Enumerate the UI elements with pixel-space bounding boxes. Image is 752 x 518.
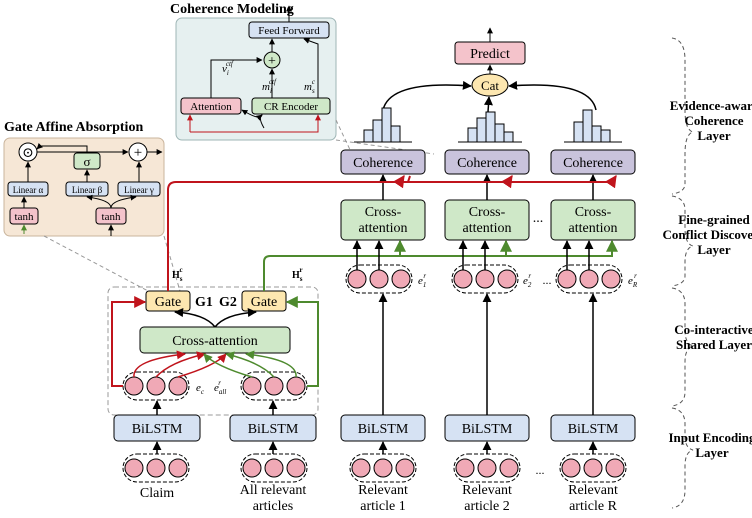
cross-attention-ellipsis: ...	[533, 211, 544, 226]
layer-bracket-1	[671, 37, 694, 195]
predict-label: Predict	[470, 47, 510, 62]
bilstm-label-claim: BiLSTM	[132, 422, 183, 437]
coherence-label-1: Coherence	[353, 156, 413, 171]
cross-attention-label-3: Cross-attention	[569, 205, 618, 236]
m-ctf-label: mictf	[262, 78, 277, 95]
layer-bracket-3	[671, 287, 694, 407]
hsr-label: Hsr	[292, 266, 303, 283]
ec-label: ec	[196, 382, 205, 396]
hadamard-symbol: ⊙	[22, 146, 34, 161]
eall-label: eallr	[214, 379, 226, 396]
all-relevant-input-nodes	[240, 453, 308, 483]
gate-panel-title: Gate Affine Absorption	[4, 120, 143, 135]
bilstm-label-2: BiLSTM	[462, 422, 513, 437]
layer-bracket-2	[671, 195, 694, 287]
cross-attention-label-2: Cross-attention	[463, 205, 512, 236]
attention-label: Attention	[190, 101, 232, 113]
linear-alpha-label: Linear α	[13, 185, 44, 195]
shared-cross-attention-label: Cross-attention	[172, 334, 258, 349]
cross-attention-label-1: Cross-attention	[359, 205, 408, 236]
m-c-label: msc	[304, 78, 316, 95]
evidence-ellipsis: ...	[543, 273, 552, 287]
input-claim-label: Claim	[140, 486, 174, 501]
input-ellipsis: ...	[536, 463, 545, 477]
eR-label: eRr	[628, 272, 638, 289]
cr-encoder-box	[251, 97, 331, 115]
coherence-label-3: Coherence	[563, 156, 623, 171]
coherence-box-2	[444, 149, 530, 175]
all-relevant-encoding-nodes	[240, 371, 308, 401]
relevant-r-input-nodes	[559, 453, 627, 483]
bilstm-label-r: BiLSTM	[568, 422, 619, 437]
cr-encoder-label: CR Encoder	[264, 101, 318, 113]
e1-label: e1r	[418, 272, 426, 289]
tanh-left-label: tanh	[15, 211, 34, 223]
e2-label: e2r	[523, 272, 532, 289]
gate-label-1: Gate	[155, 295, 181, 310]
bilstm-label-1: BiLSTM	[358, 422, 409, 437]
coherence-panel-title: Coherence Modeling	[170, 2, 294, 17]
tanh-right-label: tanh	[102, 211, 121, 223]
add-symbol: +	[134, 145, 142, 161]
relevant-1-input-nodes	[349, 453, 417, 483]
cm-add-symbol: +	[268, 54, 276, 69]
claim-input-nodes	[122, 453, 190, 483]
feed-forward-label: Feed Forward	[258, 25, 320, 37]
v-label: victf	[222, 60, 234, 77]
histogram-3	[573, 109, 611, 143]
cat-label: Cat	[481, 78, 499, 93]
histogram-1	[363, 107, 401, 143]
coherence-box-1	[340, 149, 426, 175]
hsc-label: Hsc	[172, 266, 183, 283]
sigma-label: σ	[83, 154, 90, 169]
relevant-2-input-nodes	[453, 453, 521, 483]
g2-label: G2	[219, 295, 237, 310]
bilstm-label-all: BiLSTM	[248, 422, 299, 437]
coherence-box-3	[550, 149, 636, 175]
layer-bracket-4	[671, 407, 694, 509]
g1-label: G1	[195, 295, 213, 310]
coherence-label-2: Coherence	[457, 156, 517, 171]
histogram-2	[467, 111, 514, 143]
linear-gamma-label: Linear γ	[124, 185, 154, 195]
gate-label-2: Gate	[251, 295, 277, 310]
linear-beta-label: Linear β	[72, 185, 103, 195]
